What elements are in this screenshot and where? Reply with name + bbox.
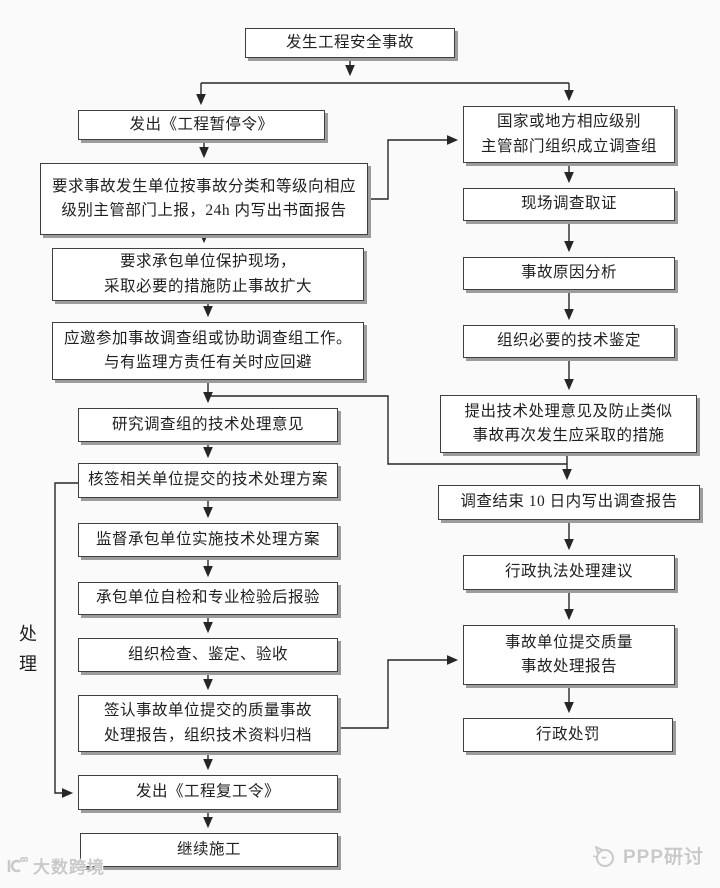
link-signed-report-to-accident-unit [338, 655, 459, 729]
node-supervise-implementation: 监督承包单位实施技术处理方案 [78, 523, 338, 557]
node-study-technical-opinions: 研究调查组的技术处理意见 [78, 408, 338, 442]
node-countersign-technical-plan: 核签相关单位提交的技术处理方案 [78, 463, 338, 498]
node-accident-unit-report: 事故单位提交质量 事故处理报告 [463, 625, 675, 685]
main-flow-arrows [196, 57, 574, 829]
node-issue-resume-order: 发出《工程复工令》 [78, 775, 338, 810]
node-sign-accident-report-archive: 签认事故单位提交的质量事故 处理报告，组织技术资料归档 [78, 695, 338, 752]
dashu-logo-icon [6, 856, 28, 876]
node-law-enforcement-suggestion: 行政执法处理建议 [463, 555, 675, 590]
node-accident-occurs: 发生工程安全事故 [245, 28, 455, 58]
watermark-left-text: 大数跨境 [33, 858, 105, 877]
node-continue-construction: 继续施工 [80, 833, 338, 867]
node-issue-suspension-order: 发出《工程暂停令》 [78, 110, 325, 140]
node-join-investigation-team: 应邀参加事故调查组或协助调查组工作。 与有监理方责任有关时应回避 [52, 322, 364, 380]
link-opinions-feedback [210, 395, 567, 465]
node-cause-analysis: 事故原因分析 [463, 257, 675, 290]
node-organize-inspection-acceptance: 组织检查、鉴定、验收 [78, 638, 338, 672]
side-label-handling: 处理 [17, 624, 37, 684]
link-countersign-to-resume-order [54, 482, 78, 798]
node-site-investigation: 现场调查取证 [463, 188, 675, 221]
node-require-report-24h: 要求事故发生单位按事故分类和等级向相应 级别主管部门上报，24h 内写出书面报告 [40, 163, 368, 235]
node-investigation-report-10days: 调查结束 10 日内写出调查报告 [438, 485, 700, 520]
watermark-right-text: PPP研讨 [623, 847, 705, 868]
node-administrative-penalty: 行政处罚 [463, 718, 673, 752]
cat-logo-icon [590, 843, 618, 869]
cross-links [54, 135, 567, 798]
node-technical-opinions-measures: 提出技术处理意见及防止类似 事故再次发生应采取的措施 [440, 395, 697, 453]
watermark-bottom-right: PPP研讨 [590, 842, 704, 869]
node-contractor-self-inspection: 承包单位自检和专业检验后报验 [78, 582, 338, 615]
node-protect-site: 要求承包单位保护现场， 采取必要的措施防止事故扩大 [52, 248, 364, 301]
watermark-bottom-left: 大数跨境 [6, 853, 105, 878]
node-authority-investigation-team: 国家或地方相应级别 主管部门组织成立调查组 [463, 106, 675, 163]
link-report-to-authority [368, 135, 459, 200]
node-technical-appraisal: 组织必要的技术鉴定 [463, 325, 675, 358]
